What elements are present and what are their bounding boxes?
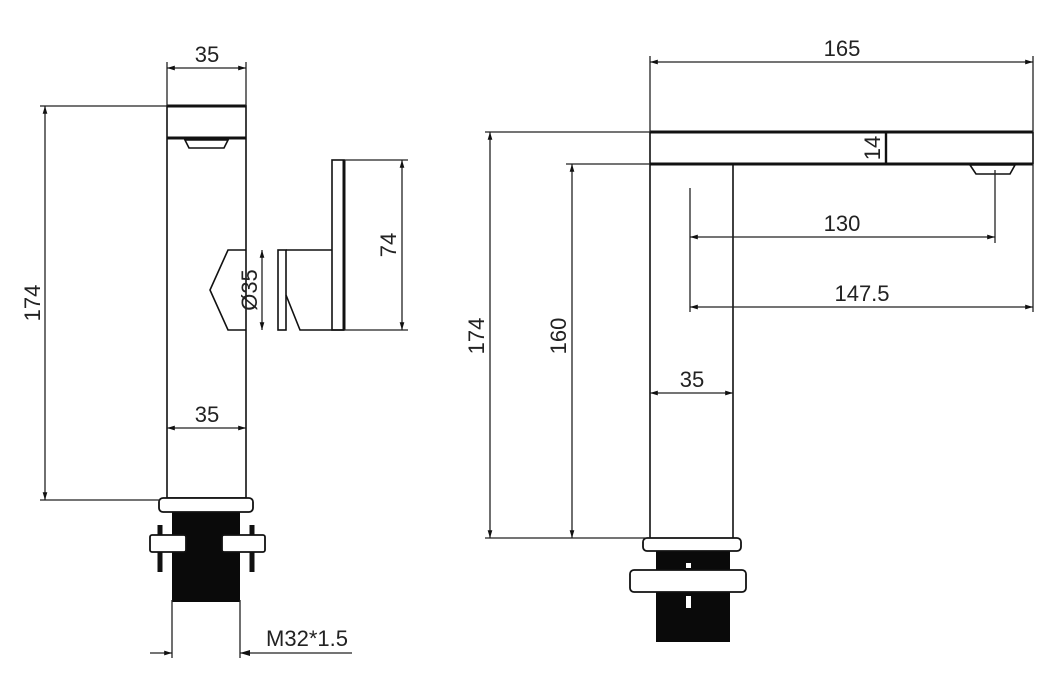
front-base <box>149 497 266 602</box>
side-base <box>629 537 747 642</box>
dim-top-width: 35 <box>166 42 247 106</box>
dim-height-side: 174 <box>464 131 650 539</box>
dim-body-width-front: 35 <box>166 402 247 431</box>
dim-handle-diameter: Ø35 <box>237 250 265 330</box>
dim-spout-thickness: 14 <box>860 132 888 164</box>
dim-label: 174 <box>20 285 45 322</box>
dim-label: 130 <box>824 211 861 236</box>
dim-label: 35 <box>195 402 219 427</box>
dim-body-width-side: 35 <box>650 367 733 396</box>
dim-reach-total: 147.5 <box>690 164 1034 312</box>
dim-thread: M32*1.5 <box>150 600 352 658</box>
dim-label: 160 <box>546 318 571 355</box>
dim-label: 35 <box>680 367 704 392</box>
dim-label: 174 <box>464 318 489 355</box>
front-handle <box>209 159 346 331</box>
dim-spout-length: 165 <box>649 36 1034 132</box>
dim-label: Ø35 <box>237 269 262 311</box>
front-view: 35 174 74 Ø35 35 M32*1.5 <box>20 42 408 658</box>
dim-reach-aerator: 130 <box>689 170 996 312</box>
side-view: 165 14 130 147.5 174 160 <box>464 36 1034 642</box>
dim-label: 14 <box>860 136 885 160</box>
aerator-icon <box>968 164 1017 175</box>
dim-label: 74 <box>376 233 401 257</box>
aerator-icon <box>183 139 230 149</box>
front-body <box>166 104 247 499</box>
dim-height-front: 174 <box>20 105 167 501</box>
dim-label: 165 <box>824 36 861 61</box>
dim-handle-height: 74 <box>344 159 408 331</box>
dim-label: 147.5 <box>834 281 889 306</box>
side-spout <box>650 130 1034 175</box>
side-body <box>649 132 734 538</box>
dim-spout-underside: 160 <box>546 163 650 538</box>
dim-label: M32*1.5 <box>266 626 348 651</box>
dim-label: 35 <box>195 42 219 67</box>
